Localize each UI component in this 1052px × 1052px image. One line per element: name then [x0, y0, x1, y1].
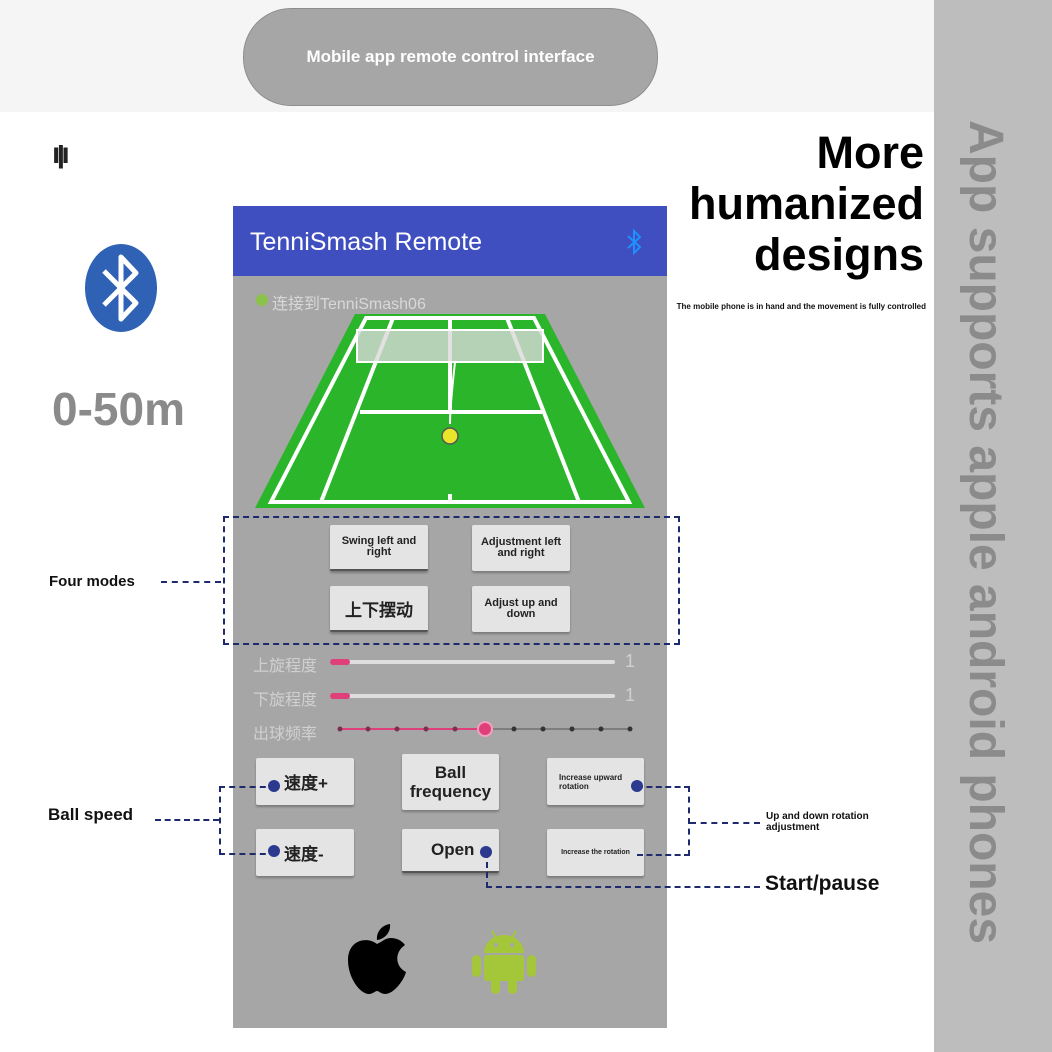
headline-line-1: More	[816, 127, 924, 178]
four-modes-callout: Four modes	[49, 573, 135, 590]
headline-line-3: designs	[753, 229, 924, 280]
ball-speed-bracket	[219, 786, 276, 855]
backspin-slider[interactable]	[330, 694, 615, 698]
connection-dot	[256, 294, 268, 306]
tennis-court	[255, 314, 645, 508]
frequency-slider[interactable]	[335, 718, 635, 740]
android-icon	[472, 930, 536, 994]
adjust-left-right-button[interactable]: Adjustment left and right	[472, 525, 570, 571]
topspin-slider[interactable]	[330, 660, 615, 664]
adjust-up-down-button[interactable]: Adjust up and down	[472, 586, 570, 632]
ball-speed-callout: Ball speed	[48, 805, 134, 824]
backspin-slider-fill	[330, 693, 350, 699]
backspin-label: 下旋程度	[253, 692, 318, 709]
range-label: 0-50m	[52, 383, 185, 435]
start-pause-callout: Start/pause	[765, 872, 880, 895]
apple-icon	[348, 924, 406, 994]
four-modes-leader	[161, 581, 221, 583]
subline: The mobile phone is in hand and the move…	[676, 302, 926, 311]
increase-upward-rotation-button[interactable]: Increase upward rotation	[547, 758, 644, 805]
frequency-label: 出球频率	[253, 726, 318, 743]
connection-status: 连接到TenniSmash06	[272, 296, 426, 313]
speed-up-marker	[268, 780, 280, 792]
open-button[interactable]: Open	[402, 829, 499, 873]
start-pause-leader	[486, 852, 760, 888]
speed-down-marker	[268, 845, 280, 857]
rotation-bracket	[637, 786, 690, 856]
headline-line-2: humanized	[688, 178, 924, 229]
swing-left-right-button[interactable]: Swing left and right	[330, 525, 428, 571]
topspin-label: 上旋程度	[253, 658, 318, 675]
side-strip	[934, 0, 1052, 1052]
bluetooth-status-icon[interactable]	[625, 228, 643, 256]
swing-up-down-button[interactable]: 上下摆动	[330, 586, 428, 632]
rotation-leader	[690, 822, 760, 824]
app-title: TenniSmash Remote	[250, 228, 483, 256]
four-modes-frame	[223, 516, 680, 645]
bluetooth-icon	[85, 244, 157, 332]
rotation-callout: Up and down rotation adjustment	[766, 811, 869, 833]
side-text: App supports apple android phones	[959, 120, 1012, 945]
rotation-marker	[631, 780, 643, 792]
ball-frequency-button[interactable]: Ball frequency	[402, 754, 499, 810]
banner-title: Mobile app remote control interface	[243, 8, 658, 106]
open-marker	[480, 846, 492, 858]
increase-rotation-button[interactable]: Increase the rotation	[547, 829, 644, 876]
topspin-slider-fill	[330, 659, 350, 665]
backspin-value: 1	[625, 685, 636, 705]
headline: More humanized designs	[640, 127, 924, 280]
app-bar	[233, 206, 667, 276]
topspin-value: 1	[625, 651, 636, 671]
ball-speed-leader	[155, 819, 219, 821]
signal-icon: ıןı	[52, 137, 70, 170]
